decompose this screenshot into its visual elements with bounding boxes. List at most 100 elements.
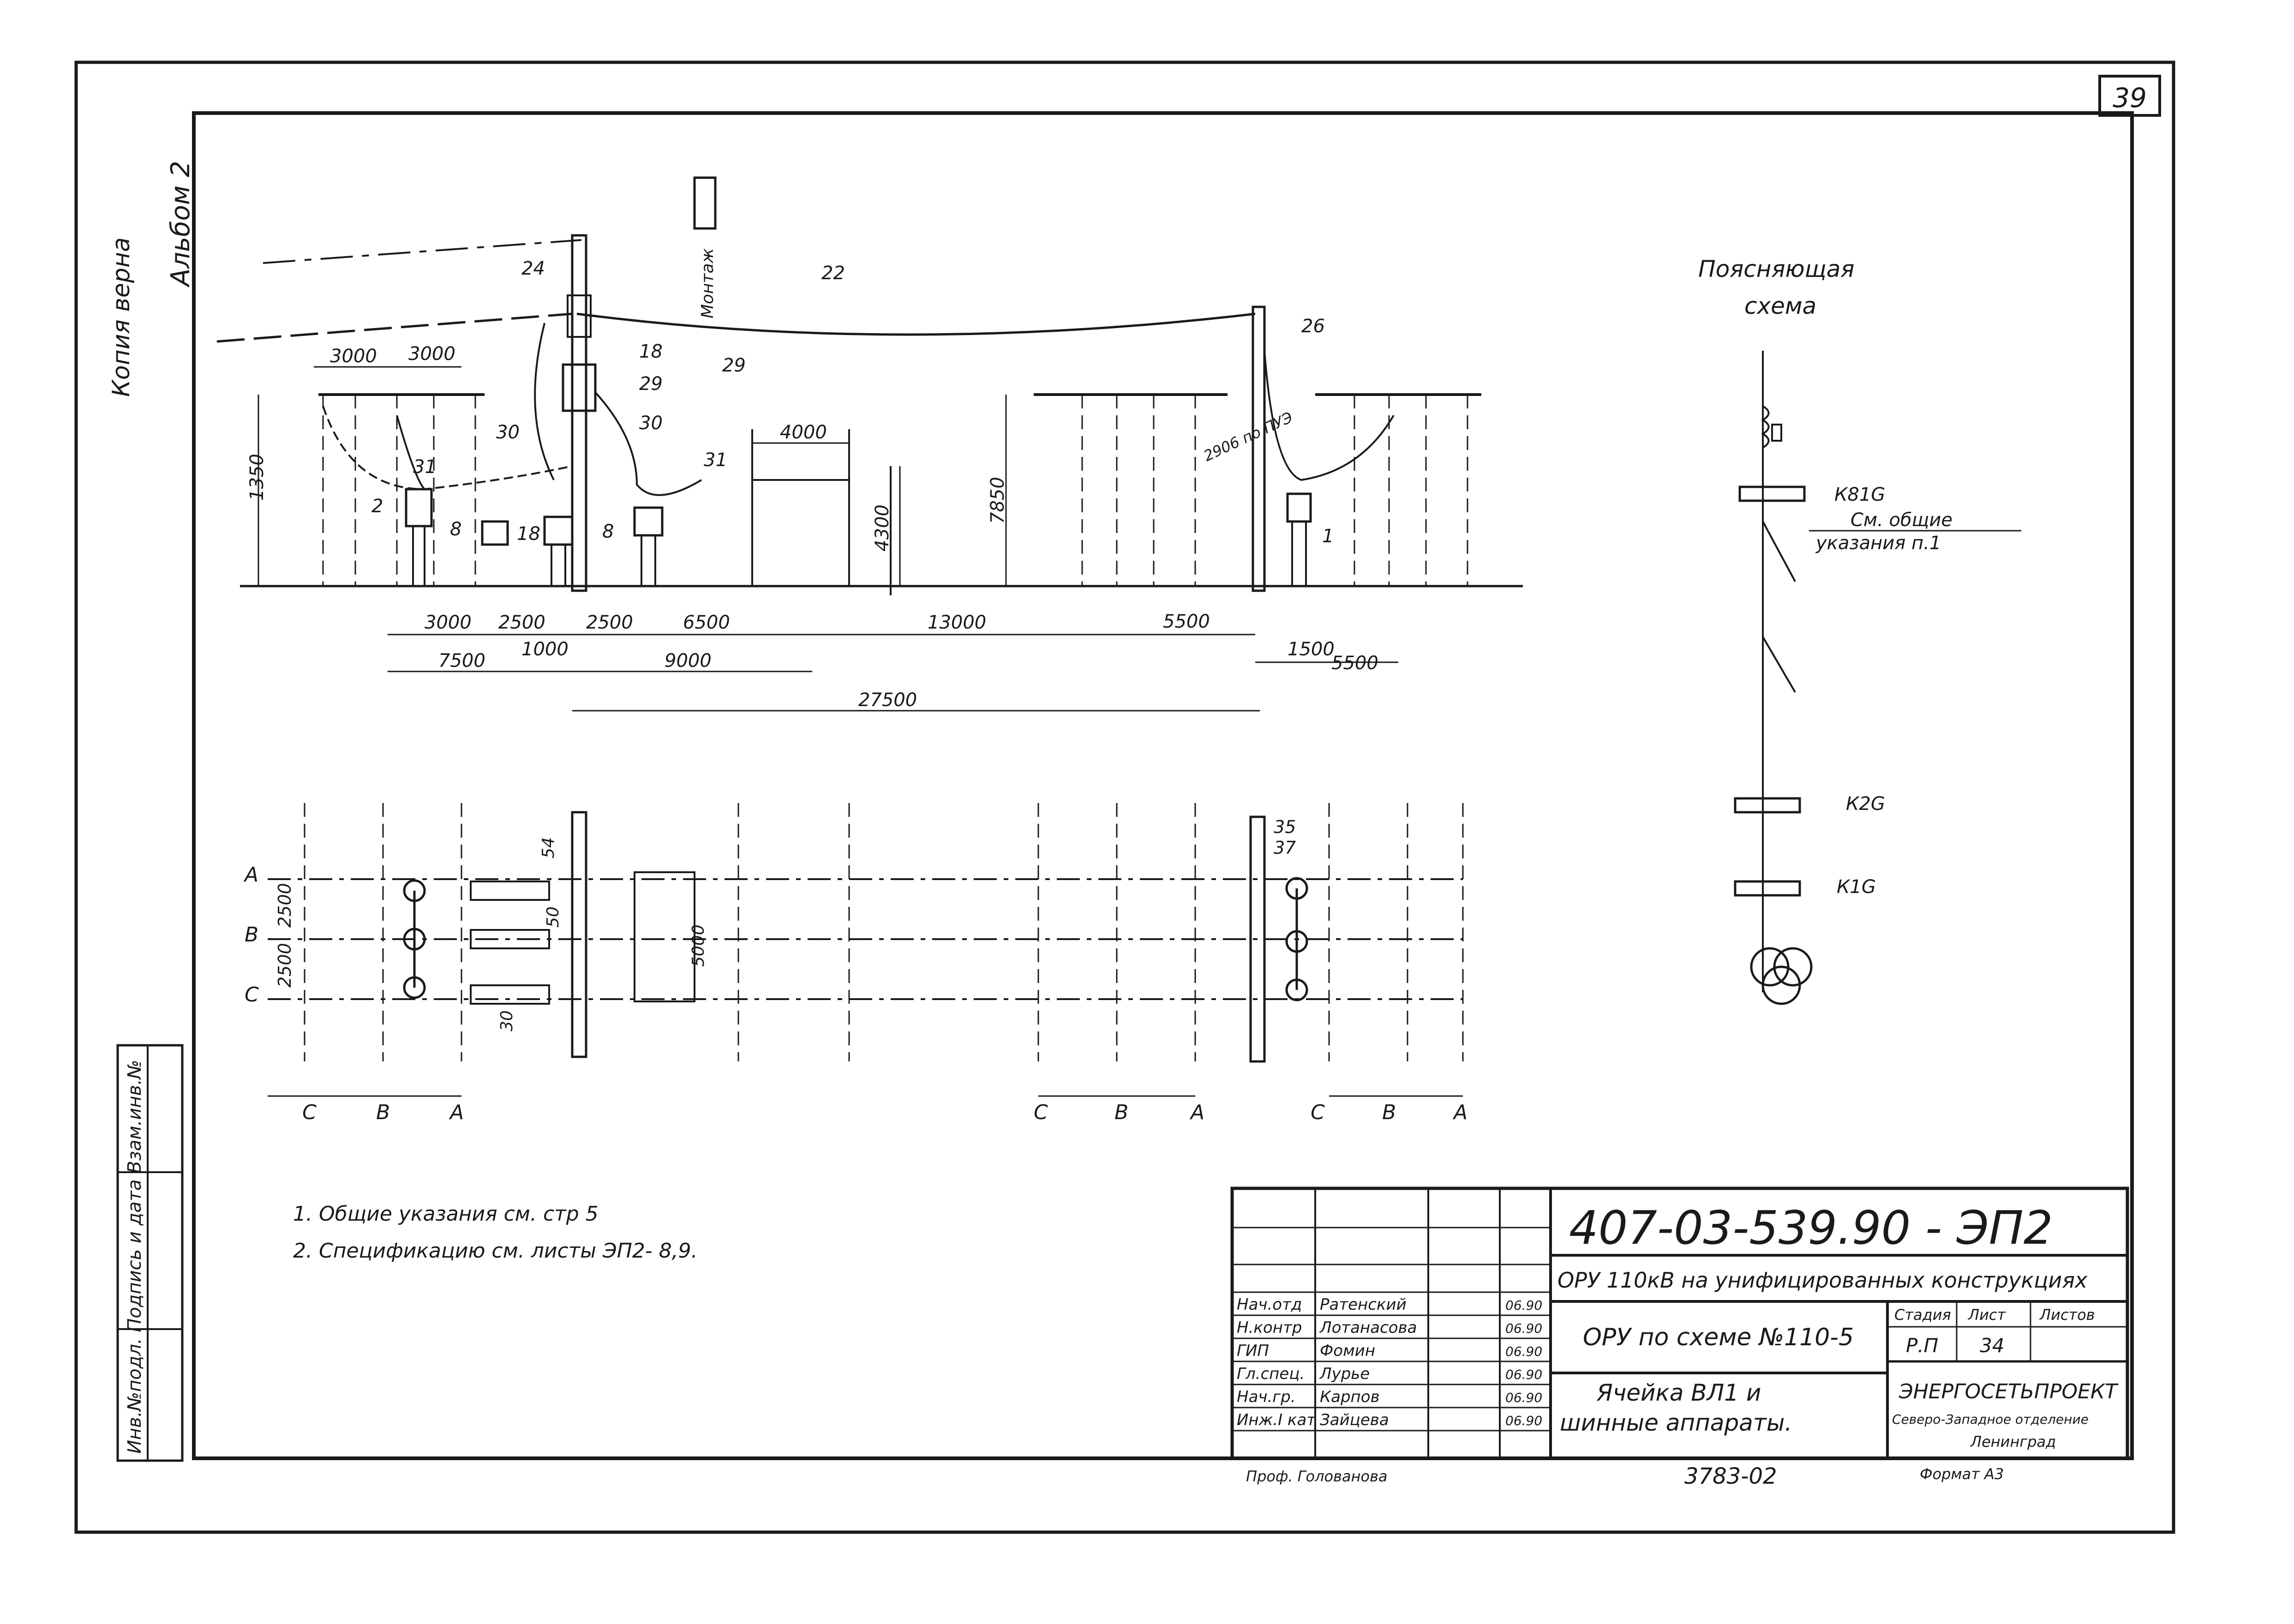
copy-note: Копия верна <box>108 237 135 397</box>
sag-note: 2906 по ПУЭ <box>1201 408 1295 465</box>
org-city: Ленинград <box>1970 1433 2056 1450</box>
note-2: 2. Спецификацию см. листы ЭП2- 8,9. <box>293 1239 698 1263</box>
doc-code: 407-03-539.90 - ЭП2 <box>1569 1201 2053 1255</box>
item-29-right: 29 <box>722 355 746 376</box>
drawing-title-1: Ячейка ВЛ1 и <box>1596 1379 1761 1406</box>
pl-br-a: А <box>1452 1101 1467 1124</box>
dim-b-3: 2500 <box>586 612 633 633</box>
schematic-title-1: Поясняющая <box>1698 256 1854 282</box>
dim-b-1: 3000 <box>425 612 472 633</box>
pl-br-b: В <box>1382 1101 1396 1124</box>
sheet-title: ОРУ по схеме №110-5 <box>1583 1324 1854 1351</box>
phase-dim-2: 2500 <box>275 943 295 988</box>
pl-br-c: С <box>1311 1101 1325 1124</box>
dim-r2-2: 1000 <box>521 639 569 660</box>
item-22: 22 <box>821 263 845 284</box>
staff-name-6: Зайцева <box>1320 1411 1389 1429</box>
schematic-k2g: К2G <box>1846 793 1885 815</box>
title-block <box>1230 1187 2129 1460</box>
staff-role-3: ГИП <box>1237 1342 1269 1360</box>
staff-date-6: 06.90 <box>1505 1413 1542 1428</box>
stage-value-1: Р.П <box>1906 1334 1938 1357</box>
dim-height-3: 4300 <box>872 504 893 551</box>
below-stamp-number: 3783-02 <box>1684 1463 1777 1489</box>
staff-name-5: Карпов <box>1320 1388 1380 1406</box>
plan-item-37: 37 <box>1274 838 1296 858</box>
plan-dim-5000: 5000 <box>689 924 708 967</box>
side-stamp-text: Инв.№подл. Подпись и дата Взам.инв.№ <box>124 1060 145 1454</box>
stage-header-1: Стадия <box>1894 1306 1951 1324</box>
dim-b-8: 5500 <box>1331 653 1378 674</box>
staff-name-4: Лурье <box>1319 1365 1370 1383</box>
dim-overall: 27500 <box>858 689 917 711</box>
page-number: 39 <box>2113 82 2147 114</box>
org-name: ЭНЕРГОСЕТЬПРОЕКТ <box>1899 1380 2119 1403</box>
schematic-note-1: См. общие <box>1851 509 1953 531</box>
item-24: 24 <box>521 258 545 279</box>
below-stamp-copier: Проф. Голованова <box>1246 1468 1388 1485</box>
dim-top-3: 4000 <box>780 422 827 443</box>
note-1: 1. Общие указания см. стр 5 <box>293 1202 599 1226</box>
span-wire-22 <box>576 312 1256 336</box>
staff-role-5: Нач.гр. <box>1237 1388 1296 1406</box>
section-view: Монтаж <box>216 176 1523 712</box>
phase-dim-1: 2500 <box>275 883 295 928</box>
dim-top-1: 3000 <box>330 346 377 367</box>
staff-role-6: Инж.I кат <box>1237 1411 1316 1429</box>
mount-box <box>693 176 717 230</box>
mount-note: Монтаж <box>698 248 717 318</box>
dim-b-2: 2500 <box>498 612 545 633</box>
staff-date-4: 06.90 <box>1505 1367 1542 1382</box>
project-title: ОРУ 110кВ на унифицированных конструкция… <box>1557 1268 2088 1293</box>
dim-b-4: 6500 <box>683 612 730 633</box>
staff-date-1: 06.90 <box>1505 1298 1542 1313</box>
pl-bl-b: В <box>376 1101 390 1124</box>
stage-header-3: Листов <box>2039 1306 2095 1324</box>
staff-name-3: Фомин <box>1320 1342 1375 1360</box>
item-31-left: 31 <box>413 456 437 478</box>
item-26: 26 <box>1301 316 1325 337</box>
staff-name-1: Ратенский <box>1320 1295 1407 1314</box>
dim-r2-3: 9000 <box>665 650 712 671</box>
pl-bm-a: А <box>1189 1101 1204 1124</box>
schematic-title-2: схема <box>1744 293 1816 319</box>
dim-height-2: 7850 <box>987 477 1008 524</box>
item-2: 2 <box>371 496 383 517</box>
dim-b-7: 1500 <box>1288 639 1335 660</box>
pl-bm-b: В <box>1114 1101 1128 1124</box>
staff-role-1: Нач.отд <box>1237 1295 1302 1314</box>
below-stamp-format: Формат А3 <box>1920 1465 2004 1483</box>
staff-role-4: Гл.спец. <box>1237 1365 1305 1383</box>
phase-a: А <box>243 863 258 887</box>
dim-top-2: 3000 <box>408 343 455 365</box>
plan-item-50: 50 <box>544 906 563 928</box>
schematic-k81g: К81G <box>1834 484 1885 505</box>
org-branch: Северо-Западное отделение <box>1892 1412 2089 1427</box>
dim-r2-1: 7500 <box>438 650 485 671</box>
dim-b-5: 13000 <box>928 612 986 633</box>
item-18-bottom: 18 <box>517 523 540 545</box>
plan-view <box>268 803 1464 1097</box>
item-29-left: 29 <box>639 373 663 395</box>
staff-date-2: 06.90 <box>1505 1321 1542 1336</box>
phase-b: В <box>245 923 258 947</box>
side-stamp-box <box>116 1044 184 1462</box>
item-8-right: 8 <box>602 521 614 542</box>
schematic-note-2: указания п.1 <box>1815 533 1941 554</box>
dim-b-6: 5500 <box>1163 611 1210 632</box>
item-18-top: 18 <box>639 341 663 362</box>
phase-c: С <box>245 983 259 1007</box>
staff-date-3: 06.90 <box>1505 1344 1542 1359</box>
plan-item-35: 35 <box>1274 817 1296 837</box>
outer-frame <box>74 60 2175 1534</box>
portal-post <box>571 234 587 592</box>
item-8-left: 8 <box>450 519 461 540</box>
right-portal-post <box>1252 306 1266 592</box>
stage-value-2: 34 <box>1980 1334 2004 1357</box>
item-1: 1 <box>1322 526 1334 547</box>
inner-frame <box>192 111 2134 1460</box>
page-number-box <box>2098 75 2161 117</box>
pl-bm-c: С <box>1034 1101 1048 1124</box>
item-30-left: 30 <box>496 422 520 443</box>
